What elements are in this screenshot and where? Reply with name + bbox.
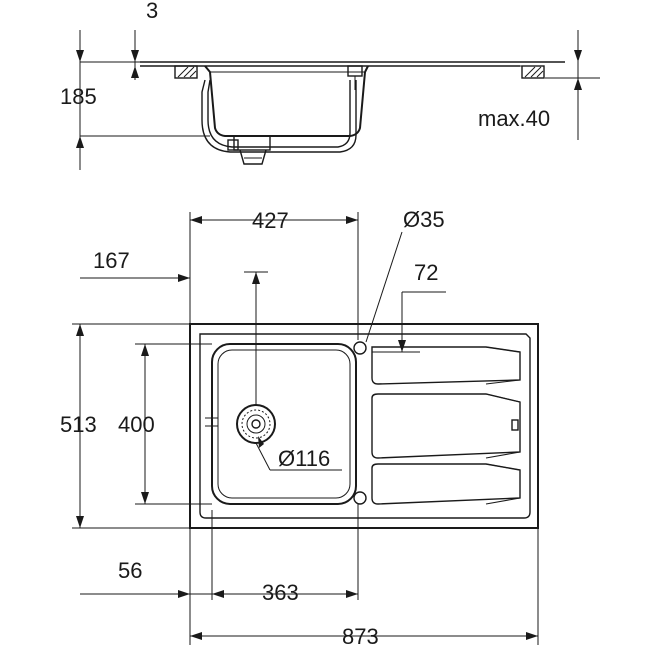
label-max: max.40 bbox=[478, 106, 550, 131]
arrow-873-left bbox=[190, 632, 202, 640]
bowl-profile bbox=[204, 65, 369, 137]
arrow-400-top bbox=[141, 344, 149, 356]
thickness-arrow-bottom bbox=[131, 66, 139, 78]
bowl-outline bbox=[211, 343, 357, 505]
tap-hole-bottom bbox=[353, 491, 367, 505]
label-56: 56 bbox=[118, 558, 142, 583]
label-tap-hole: Ø35 bbox=[403, 207, 445, 232]
overflow-pipe-inner bbox=[207, 79, 351, 148]
drainer-groove-3 bbox=[371, 463, 521, 505]
label-depth: 185 bbox=[60, 84, 97, 109]
arrow-167-b bbox=[252, 272, 260, 284]
label-400: 400 bbox=[118, 412, 155, 437]
arrow-363-right bbox=[346, 590, 358, 598]
label-72: 72 bbox=[414, 260, 438, 285]
worktop-left-block bbox=[174, 65, 198, 79]
tap-hole-top bbox=[353, 341, 367, 355]
label-427: 427 bbox=[252, 208, 289, 233]
waste-fitting bbox=[227, 135, 271, 165]
bowl-inner-outline bbox=[217, 349, 351, 499]
plan-view: 427 Ø35 167 72 513 400 Ø1 bbox=[60, 207, 539, 649]
drainer-groove-2 bbox=[371, 393, 521, 459]
max-arrow-bottom bbox=[574, 78, 582, 90]
worktop-right-block bbox=[521, 65, 545, 79]
label-waste: Ø116 bbox=[278, 446, 330, 471]
overflow-pipe bbox=[201, 79, 357, 153]
arrow-427-left bbox=[190, 216, 202, 224]
leader-116 bbox=[255, 442, 271, 471]
overflow-marker bbox=[205, 412, 218, 432]
arrow-513-top bbox=[76, 324, 84, 336]
overflow-fitting bbox=[347, 65, 363, 77]
thickness-arrow-top bbox=[131, 50, 139, 62]
label-513: 513 bbox=[60, 412, 97, 437]
label-thickness: 3 bbox=[146, 0, 158, 23]
drainer-groove-1 bbox=[371, 346, 521, 385]
arrow-513-bottom bbox=[76, 516, 84, 528]
arrow-873-right bbox=[526, 632, 538, 640]
arrow-167 bbox=[178, 274, 190, 282]
arrow-116 bbox=[258, 436, 264, 448]
label-873: 873 bbox=[342, 624, 379, 649]
label-363: 363 bbox=[262, 580, 299, 605]
waste-outlet bbox=[236, 404, 276, 444]
leader-35 bbox=[365, 231, 403, 343]
side-elevation-view: 3 185 max.40 bbox=[60, 0, 600, 170]
label-167: 167 bbox=[93, 248, 130, 273]
sink-inner-outline bbox=[199, 333, 531, 519]
arrow-56-left bbox=[178, 590, 190, 598]
max-arrow-top bbox=[574, 50, 582, 62]
arrow-72 bbox=[398, 340, 406, 352]
depth-arrow-bottom bbox=[76, 136, 84, 148]
arrow-400-bottom bbox=[141, 492, 149, 504]
arrow-427-right bbox=[346, 216, 358, 224]
depth-arrow-top bbox=[76, 50, 84, 62]
sink-outer-outline bbox=[189, 323, 539, 529]
